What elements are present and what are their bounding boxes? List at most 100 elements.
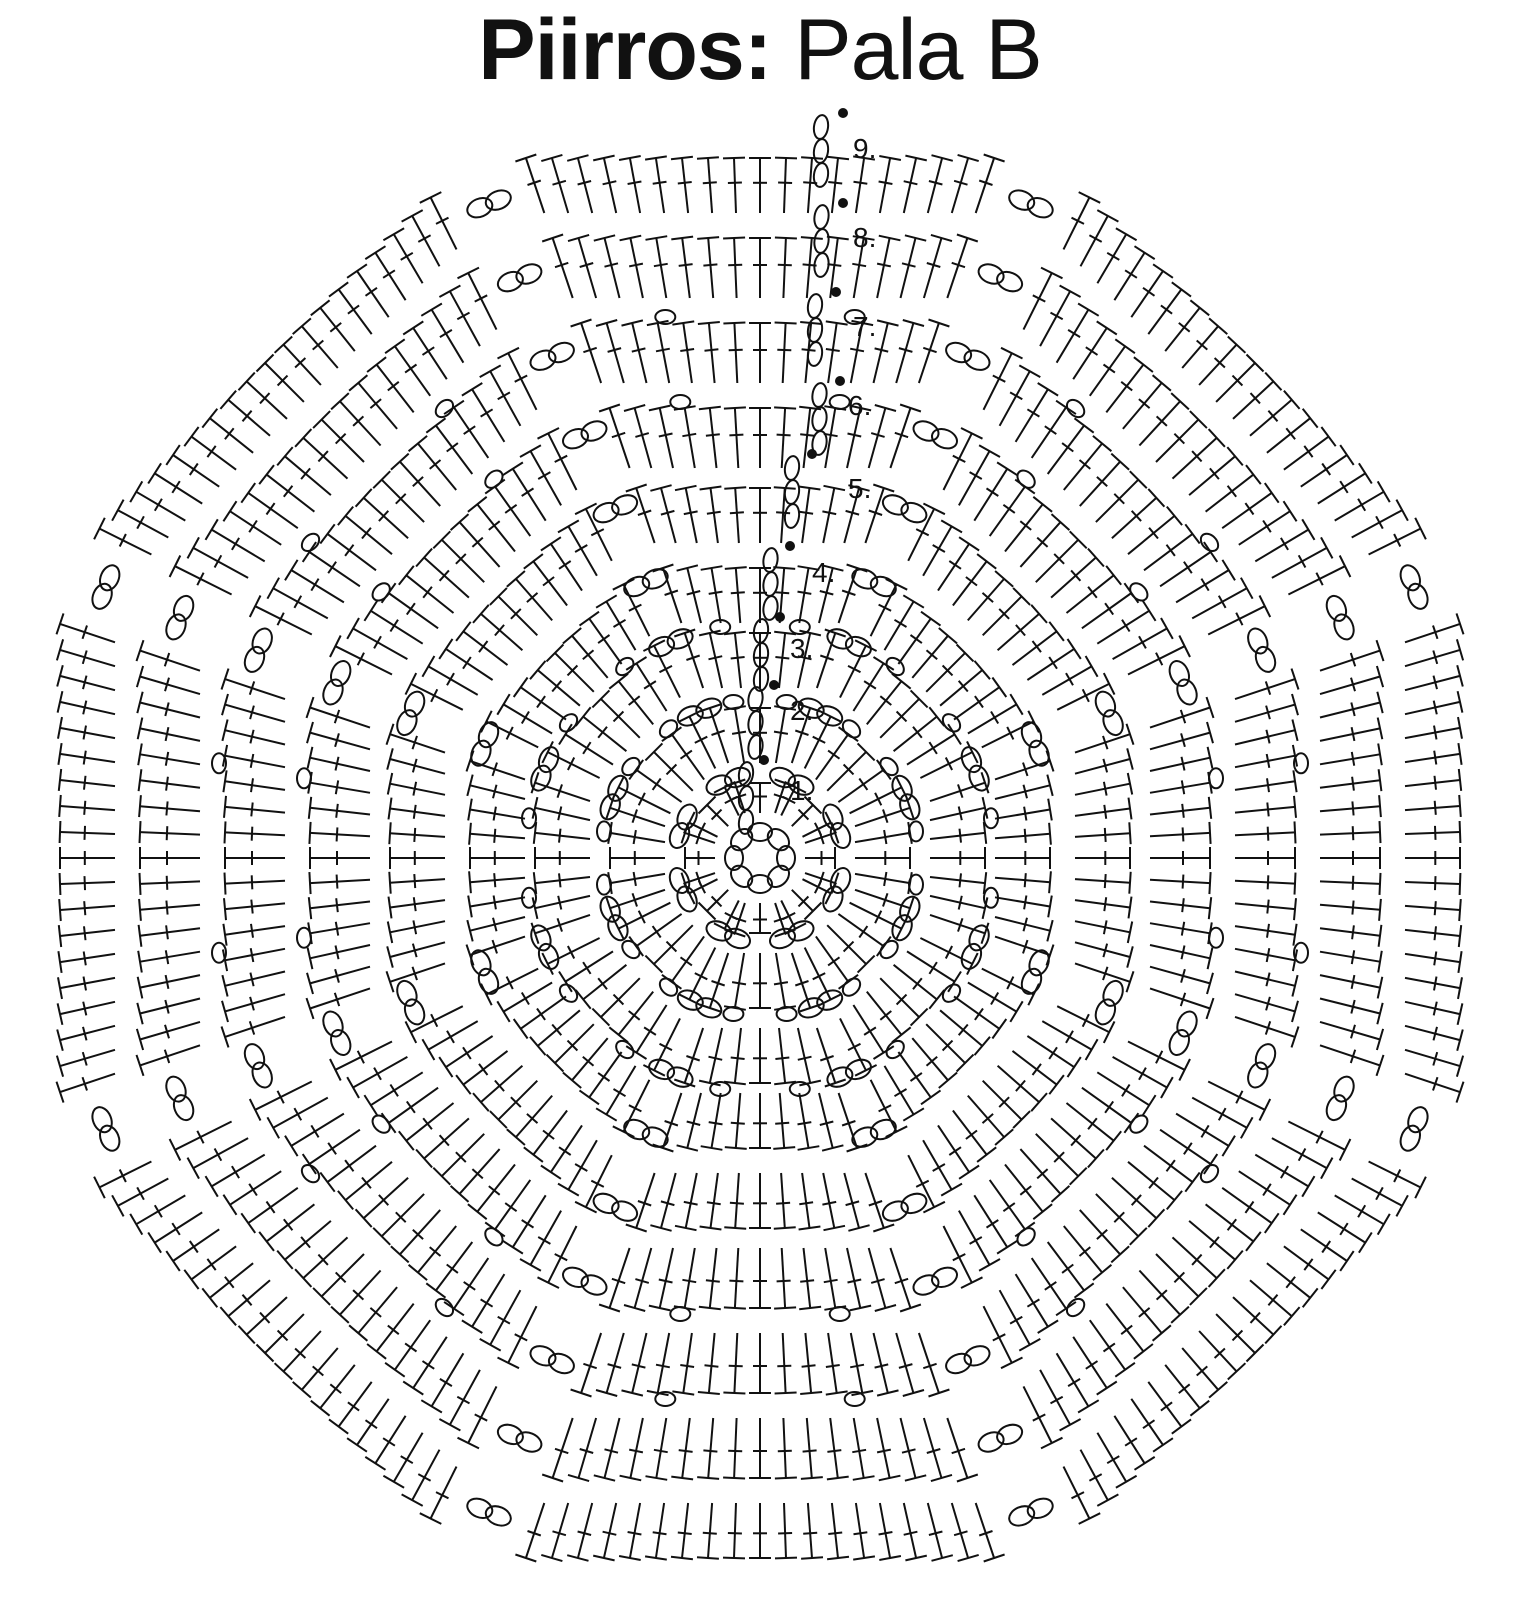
stitch-crossbar <box>577 1530 592 1536</box>
corner-chain-oval <box>515 263 543 285</box>
stitch-top-bar <box>382 227 405 242</box>
stitch-top-bar <box>1291 693 1299 716</box>
stitch-crossbar <box>1244 1200 1255 1214</box>
stitch-crossbar <box>827 263 842 267</box>
stitch-crossbar <box>1002 1202 1016 1213</box>
stitch-stem <box>576 157 594 214</box>
stitch-top-bar <box>562 1071 582 1089</box>
stitch-top-bar <box>956 1473 979 1483</box>
stitch-crossbar <box>901 1448 916 1454</box>
stitch-crossbar <box>334 756 340 771</box>
stitch-top-bar <box>801 1556 824 1560</box>
stitch-top-bar <box>308 872 312 895</box>
stitch-crossbar <box>494 1079 505 1092</box>
stitch-stem <box>656 1332 671 1394</box>
stitch-top-bar <box>1206 972 1214 995</box>
space-chain-oval <box>1293 752 1309 775</box>
stitch-crossbar <box>83 901 87 916</box>
stitch-crossbar <box>438 1134 450 1147</box>
stitch-crossbar <box>1213 1347 1226 1359</box>
stitch-crossbar <box>1102 758 1109 773</box>
stitch-crossbar <box>978 1530 993 1537</box>
stitch-crossbar <box>637 792 646 806</box>
stitch-stem <box>967 981 1018 1013</box>
stitch-stem <box>837 567 858 624</box>
stitch-crossbar <box>294 1347 307 1359</box>
stitch-top-bar <box>496 1000 511 1023</box>
stitch-crossbar <box>293 1107 303 1121</box>
stitch-crossbar <box>604 262 619 268</box>
stitch-crossbar <box>778 181 793 184</box>
stitch-crossbar <box>814 880 823 894</box>
stitch-stem <box>405 1102 455 1142</box>
stitch-stem <box>59 648 116 668</box>
stitch-top-bar <box>852 235 875 241</box>
stitch-top-bar <box>1456 690 1464 713</box>
corner-chain-oval <box>1254 645 1277 673</box>
stitch-top-bar <box>346 263 368 279</box>
stitch-stem <box>458 1148 501 1195</box>
corner-chain-oval <box>769 766 796 789</box>
stitch-crossbar <box>250 802 254 817</box>
stitch-stem <box>534 876 591 885</box>
stitch-top-bar <box>1301 1175 1316 1198</box>
stitch-top-bar <box>955 643 975 663</box>
stitch-stem <box>967 1094 1005 1138</box>
stitch-top-bar <box>1206 721 1214 744</box>
stitch-stem <box>733 1502 737 1559</box>
stitch-crossbar <box>731 981 747 986</box>
stitch-top-bar <box>1283 1306 1301 1326</box>
corner-chain-oval <box>243 645 266 673</box>
stitch-stem <box>1319 831 1381 836</box>
stitch-stem <box>389 832 446 838</box>
corner-chain-oval <box>496 1423 524 1446</box>
stitch-crossbar <box>878 603 892 612</box>
space-chain-oval <box>722 694 745 710</box>
stitch-crossbar <box>378 1194 390 1206</box>
stitch-top-bar <box>618 1555 641 1561</box>
stitch-top-bar <box>928 1388 950 1398</box>
stitch-top-bar <box>1377 950 1383 973</box>
stitch-stem <box>681 1417 691 1479</box>
stitch-crossbar <box>868 509 883 516</box>
round-label-9: 9. <box>853 133 876 164</box>
stitch-top-bar <box>878 234 901 242</box>
stitch-top-bar <box>593 1474 616 1482</box>
stitch-stem <box>798 1092 810 1149</box>
stitch-stem <box>1404 1048 1461 1068</box>
stitch-crossbar <box>566 664 579 677</box>
stitch-crossbar <box>874 910 883 924</box>
stitch-top-bar <box>329 1058 342 1081</box>
stitch-top-bar <box>722 1556 746 1560</box>
stitch-stem <box>708 632 724 689</box>
stitch-crossbar <box>686 1055 701 1062</box>
stitch-stem <box>1234 947 1296 962</box>
stitch-top-bar <box>541 1473 564 1483</box>
stitch-stem <box>524 157 546 214</box>
stitch-stem <box>1149 831 1211 838</box>
stitch-top-bar <box>947 723 962 746</box>
stitch-crossbar <box>1120 381 1133 392</box>
stitch-crossbar <box>81 625 88 640</box>
stitch-crossbar <box>136 1186 145 1201</box>
stitch-crossbar <box>957 680 969 693</box>
stitch-stem <box>430 309 465 364</box>
stitch-top-bar <box>1077 1399 1100 1414</box>
stitch-top-bar <box>58 794 62 817</box>
stitch-stem <box>654 157 666 214</box>
stitch-stem <box>628 1502 642 1559</box>
stitch-top-bar <box>723 1476 746 1480</box>
stitch-top-bar <box>773 566 796 570</box>
stitch-stem <box>485 720 539 749</box>
stitch-crossbar <box>327 561 337 574</box>
stitch-top-bar <box>608 672 629 690</box>
stitch-crossbar <box>794 729 809 736</box>
stitch-stem <box>1159 1128 1212 1165</box>
stitch-crossbar <box>1121 619 1131 633</box>
stitch-stem <box>1149 706 1211 729</box>
stitch-top-bar <box>821 564 844 572</box>
stitch-stem <box>1111 1177 1158 1219</box>
stitch-top-bar <box>570 1388 592 1398</box>
stitch-top-bar <box>595 1389 618 1397</box>
